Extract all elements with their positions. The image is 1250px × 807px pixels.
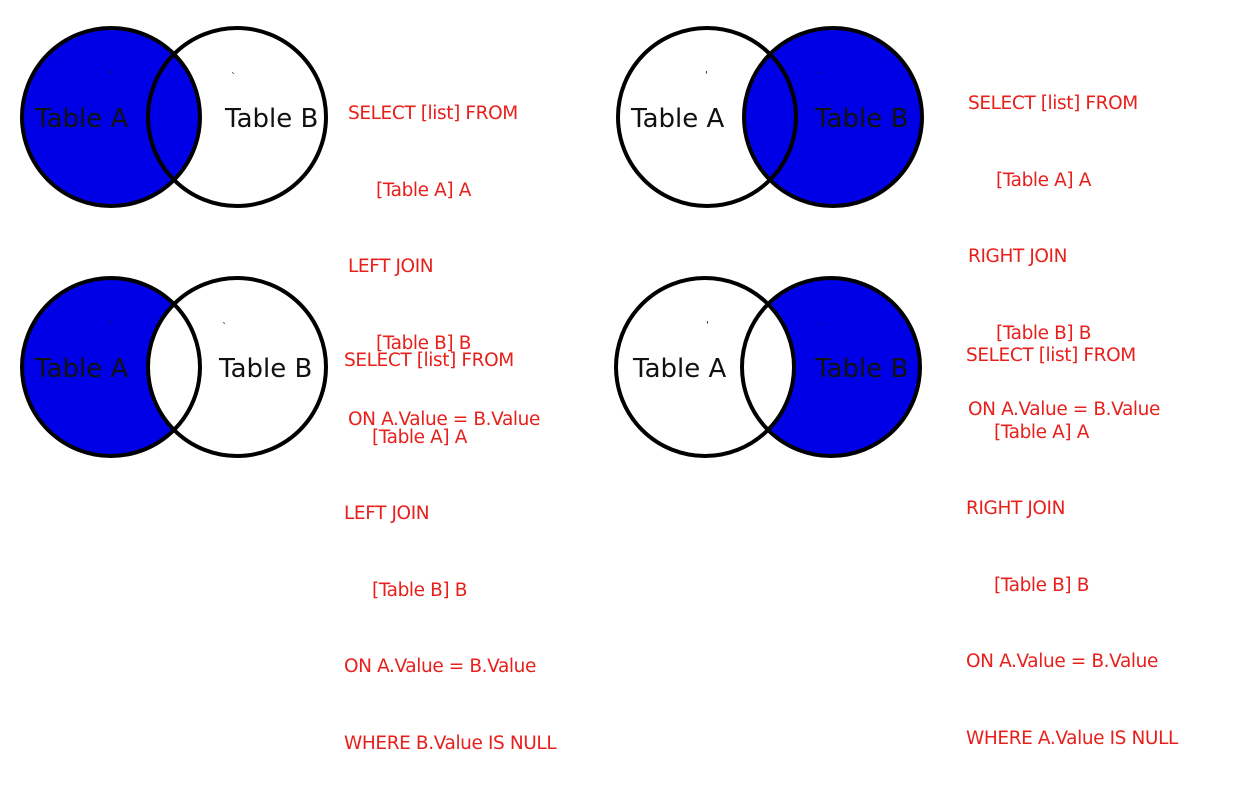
table-b-label: Table B	[814, 104, 908, 134]
sql-line: ON A.Value = B.Value	[344, 656, 536, 677]
sql-line: LEFT JOIN	[348, 256, 434, 277]
sql-line: ON A.Value = B.Value	[968, 399, 1160, 420]
table-b-shape	[744, 28, 922, 206]
sql-line: ON A.Value = B.Value	[966, 651, 1158, 672]
sql-query: SELECT [list] FROM [Table A] A LEFT JOIN…	[348, 50, 540, 484]
sql-query: SELECT [list] FROM [Table A] A RIGHT JOI…	[966, 292, 1178, 802]
sql-line: SELECT [list] FROM	[966, 345, 1136, 366]
panel-right-join-where-null: Table A Table B ' ` SELECT [list] FROM […	[594, 250, 1219, 749]
table-a-label: Table A	[34, 104, 128, 134]
table-b-outline	[740, 276, 922, 458]
sql-line: [Table B] B	[996, 322, 1092, 344]
sql-line: SELECT [list] FROM	[344, 350, 514, 371]
table-a-outline	[20, 276, 202, 458]
sql-line: RIGHT JOIN	[968, 246, 1068, 267]
table-a-label: Table A	[630, 104, 724, 134]
svg-text:': '	[705, 70, 708, 81]
svg-text:`: `	[818, 71, 823, 83]
sql-line: [Table B] B	[372, 579, 468, 601]
venn-diagram: Table A Table B ' `	[616, 26, 924, 208]
sql-line: WHERE B.Value IS NULL	[344, 732, 557, 754]
svg-text:`: `	[231, 71, 236, 83]
table-a-shape	[22, 28, 200, 206]
table-b-label: Table B	[218, 354, 312, 384]
table-b-shape	[146, 276, 328, 458]
svg-text:': '	[109, 320, 112, 331]
sql-line: WHERE A.Value IS NULL	[966, 727, 1178, 749]
table-a-shape	[22, 278, 200, 456]
table-a-label: Table A	[34, 354, 128, 384]
table-a-shape	[614, 276, 796, 458]
svg-text:`: `	[222, 321, 227, 333]
table-b-outline	[742, 26, 924, 208]
panel-left-join: Table A Table B ' ` SELECT [list] FROM […	[0, 0, 625, 430]
table-b-label: Table B	[224, 104, 318, 134]
sql-line: [Table A] A	[994, 421, 1089, 443]
sql-line: ON A.Value = B.Value	[348, 409, 540, 430]
table-b-label: Table B	[814, 354, 908, 384]
table-a-label: Table A	[632, 354, 726, 384]
svg-text:': '	[109, 70, 112, 81]
table-b-shape	[146, 26, 328, 208]
venn-diagram: Table A Table B ' `	[614, 276, 922, 458]
sql-line: LEFT JOIN	[344, 503, 430, 524]
table-b-shape	[742, 278, 920, 456]
svg-text:`: `	[819, 321, 824, 333]
table-a-shape	[616, 26, 798, 208]
sql-line: [Table A] A	[372, 426, 467, 448]
sql-line: RIGHT JOIN	[966, 498, 1066, 519]
table-a-outline	[20, 26, 202, 208]
sql-line: [Table B] B	[376, 332, 472, 354]
venn-diagram: Table A Table B ' `	[20, 276, 328, 458]
sql-line: [Table B] B	[994, 574, 1090, 596]
panel-right-join: Table A Table B ' ` SELECT [list] FROM […	[596, 0, 1221, 420]
panel-left-join-where-null: Table A Table B ' ` SELECT [list] FROM […	[0, 250, 625, 754]
sql-line: SELECT [list] FROM	[968, 93, 1138, 114]
sql-line: [Table A] A	[376, 179, 471, 201]
sql-line: SELECT [list] FROM	[348, 103, 518, 124]
sql-query: SELECT [list] FROM [Table A] A RIGHT JOI…	[968, 40, 1160, 474]
sql-line: [Table A] A	[996, 169, 1091, 191]
venn-diagram: Table A Table B ' `	[20, 26, 328, 208]
sql-query: SELECT [list] FROM [Table A] A LEFT JOIN…	[344, 297, 557, 807]
svg-text:': '	[706, 320, 709, 331]
